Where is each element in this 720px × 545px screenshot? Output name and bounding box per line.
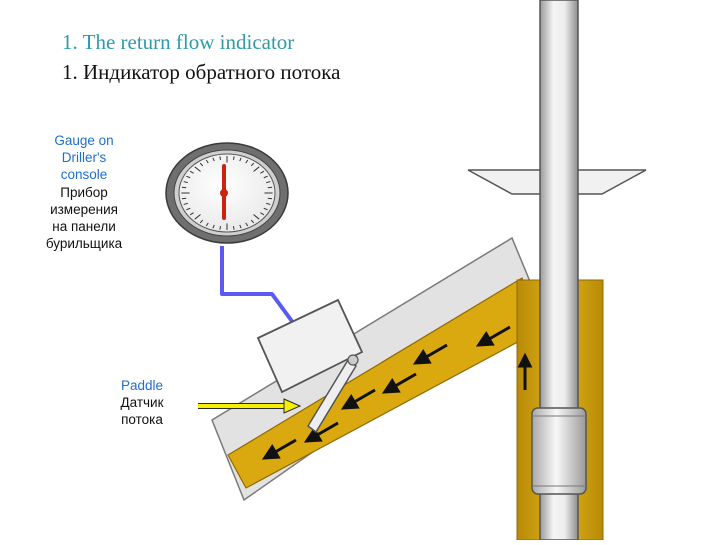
paddle-label-en-1: Paddle [120, 378, 164, 393]
gauge-tick [189, 170, 194, 174]
tool-joint [531, 407, 587, 495]
arrow-right-icon [198, 398, 302, 414]
title-english: 1. The return flow indicator [62, 30, 295, 54]
gauge-icon [165, 142, 289, 244]
gauge-tick [181, 186, 187, 189]
title-russian: 1. Индикатор обратного потока [62, 60, 341, 84]
gauge-tick [267, 186, 273, 189]
gauge-tick [232, 226, 235, 230]
gauge-tick [263, 175, 268, 179]
gauge-label-ru-4: бурильщика [45, 236, 123, 252]
arrow-left-down-icon [475, 325, 511, 347]
gauge-tick [219, 156, 222, 160]
gauge-tick [183, 202, 188, 205]
gauge-tick [205, 222, 209, 227]
gauge-label-en-1: Gauge on [54, 133, 114, 148]
gauge-tick [205, 159, 209, 164]
arrow-up-icon [517, 352, 533, 390]
signal-wire [220, 246, 296, 326]
gauge-tick [212, 157, 215, 162]
gauge-tick [232, 156, 235, 160]
gauge-tick [199, 219, 204, 224]
gauge-label-ru-2: измерения [50, 201, 118, 217]
arrow-left-down-icon [381, 372, 417, 394]
arrow-left-down-icon [412, 343, 448, 365]
gauge-tick [189, 212, 194, 216]
gauge-tick [263, 207, 268, 211]
gauge-tick [219, 226, 222, 230]
arrow-left-down-icon [340, 388, 376, 410]
gauge-tick [267, 197, 273, 200]
gauge-tick [245, 159, 249, 164]
gauge-tick [266, 181, 271, 184]
paddle-label-ru-1: Датчик [120, 395, 164, 411]
gauge-hub [220, 189, 228, 197]
gauge-tick [253, 214, 260, 220]
gauge-label-ru-3: на панели [52, 219, 116, 235]
gauge-tick [253, 166, 260, 172]
gauge-label-en-2: Driller's [61, 150, 107, 166]
gauge-tick [260, 170, 265, 174]
gauge-tick [250, 162, 255, 167]
gauge-ticks [181, 155, 273, 231]
gauge-tick [245, 222, 249, 227]
gauge-tick [186, 175, 191, 179]
gauge-tick [181, 197, 187, 200]
flow-arrows-annulus [517, 352, 533, 390]
flow-arrows-line [261, 325, 511, 460]
gauge-tick [260, 212, 265, 216]
gauge-tick [212, 224, 215, 229]
sensor-housing [256, 298, 364, 394]
arrow-left-down-icon [303, 421, 339, 443]
gauge-label: Gauge on Driller's console Прибор измере… [28, 132, 140, 252]
gauge-tick [186, 207, 191, 211]
gauge-tick [239, 224, 242, 229]
gauge-tick [194, 166, 201, 172]
gauge-tick [183, 181, 188, 184]
gauge-tick [266, 202, 271, 205]
gauge-label-ru-1: Прибор [60, 184, 108, 200]
arrow-left-down-icon [261, 438, 297, 460]
gauge-tick [194, 214, 201, 220]
gauge-tick [250, 219, 255, 224]
gauge-tick [199, 162, 204, 167]
paddle-label: Paddle Датчик потока [104, 377, 180, 429]
paddle-label-ru-2: потока [121, 412, 163, 428]
paddle-pivot [347, 354, 359, 366]
gauge-tick [239, 157, 242, 162]
gauge-label-en-3: console [60, 167, 108, 183]
